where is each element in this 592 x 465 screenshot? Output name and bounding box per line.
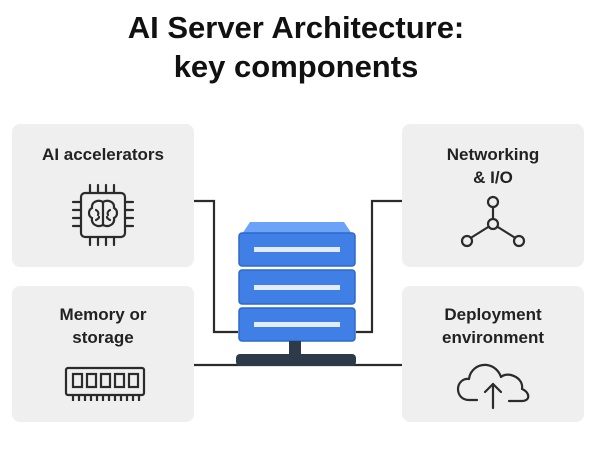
- network-node-icon: [456, 194, 530, 250]
- cloud-upload-icon: [455, 360, 531, 412]
- card-label-ai-accelerators: AI accelerators: [42, 145, 164, 164]
- card-label-networking-line2: & I/O: [473, 168, 513, 187]
- card-label-memory-line2: storage: [72, 328, 134, 347]
- card-networking-io: Networking & I/O: [402, 124, 584, 267]
- card-label-deployment-line2: environment: [441, 328, 545, 347]
- title-line-1: AI Server Architecture:: [127, 10, 465, 45]
- chip-brain-icon: [68, 180, 138, 250]
- card-memory-storage: Memory or storage: [12, 286, 194, 422]
- card-ai-accelerators: AI accelerators: [12, 124, 194, 267]
- card-label-memory-line1: Memory or: [59, 305, 147, 324]
- server-rack-icon: [236, 218, 358, 370]
- card-label-deployment-line1: Deployment: [444, 305, 542, 324]
- page-title: AI Server Architecture: key components: [0, 8, 592, 86]
- title-line-2: key components: [173, 49, 419, 84]
- memory-module-icon: [63, 365, 147, 405]
- card-deployment-environment: Deployment environment: [402, 286, 584, 422]
- card-label-networking-line1: Networking: [446, 145, 540, 164]
